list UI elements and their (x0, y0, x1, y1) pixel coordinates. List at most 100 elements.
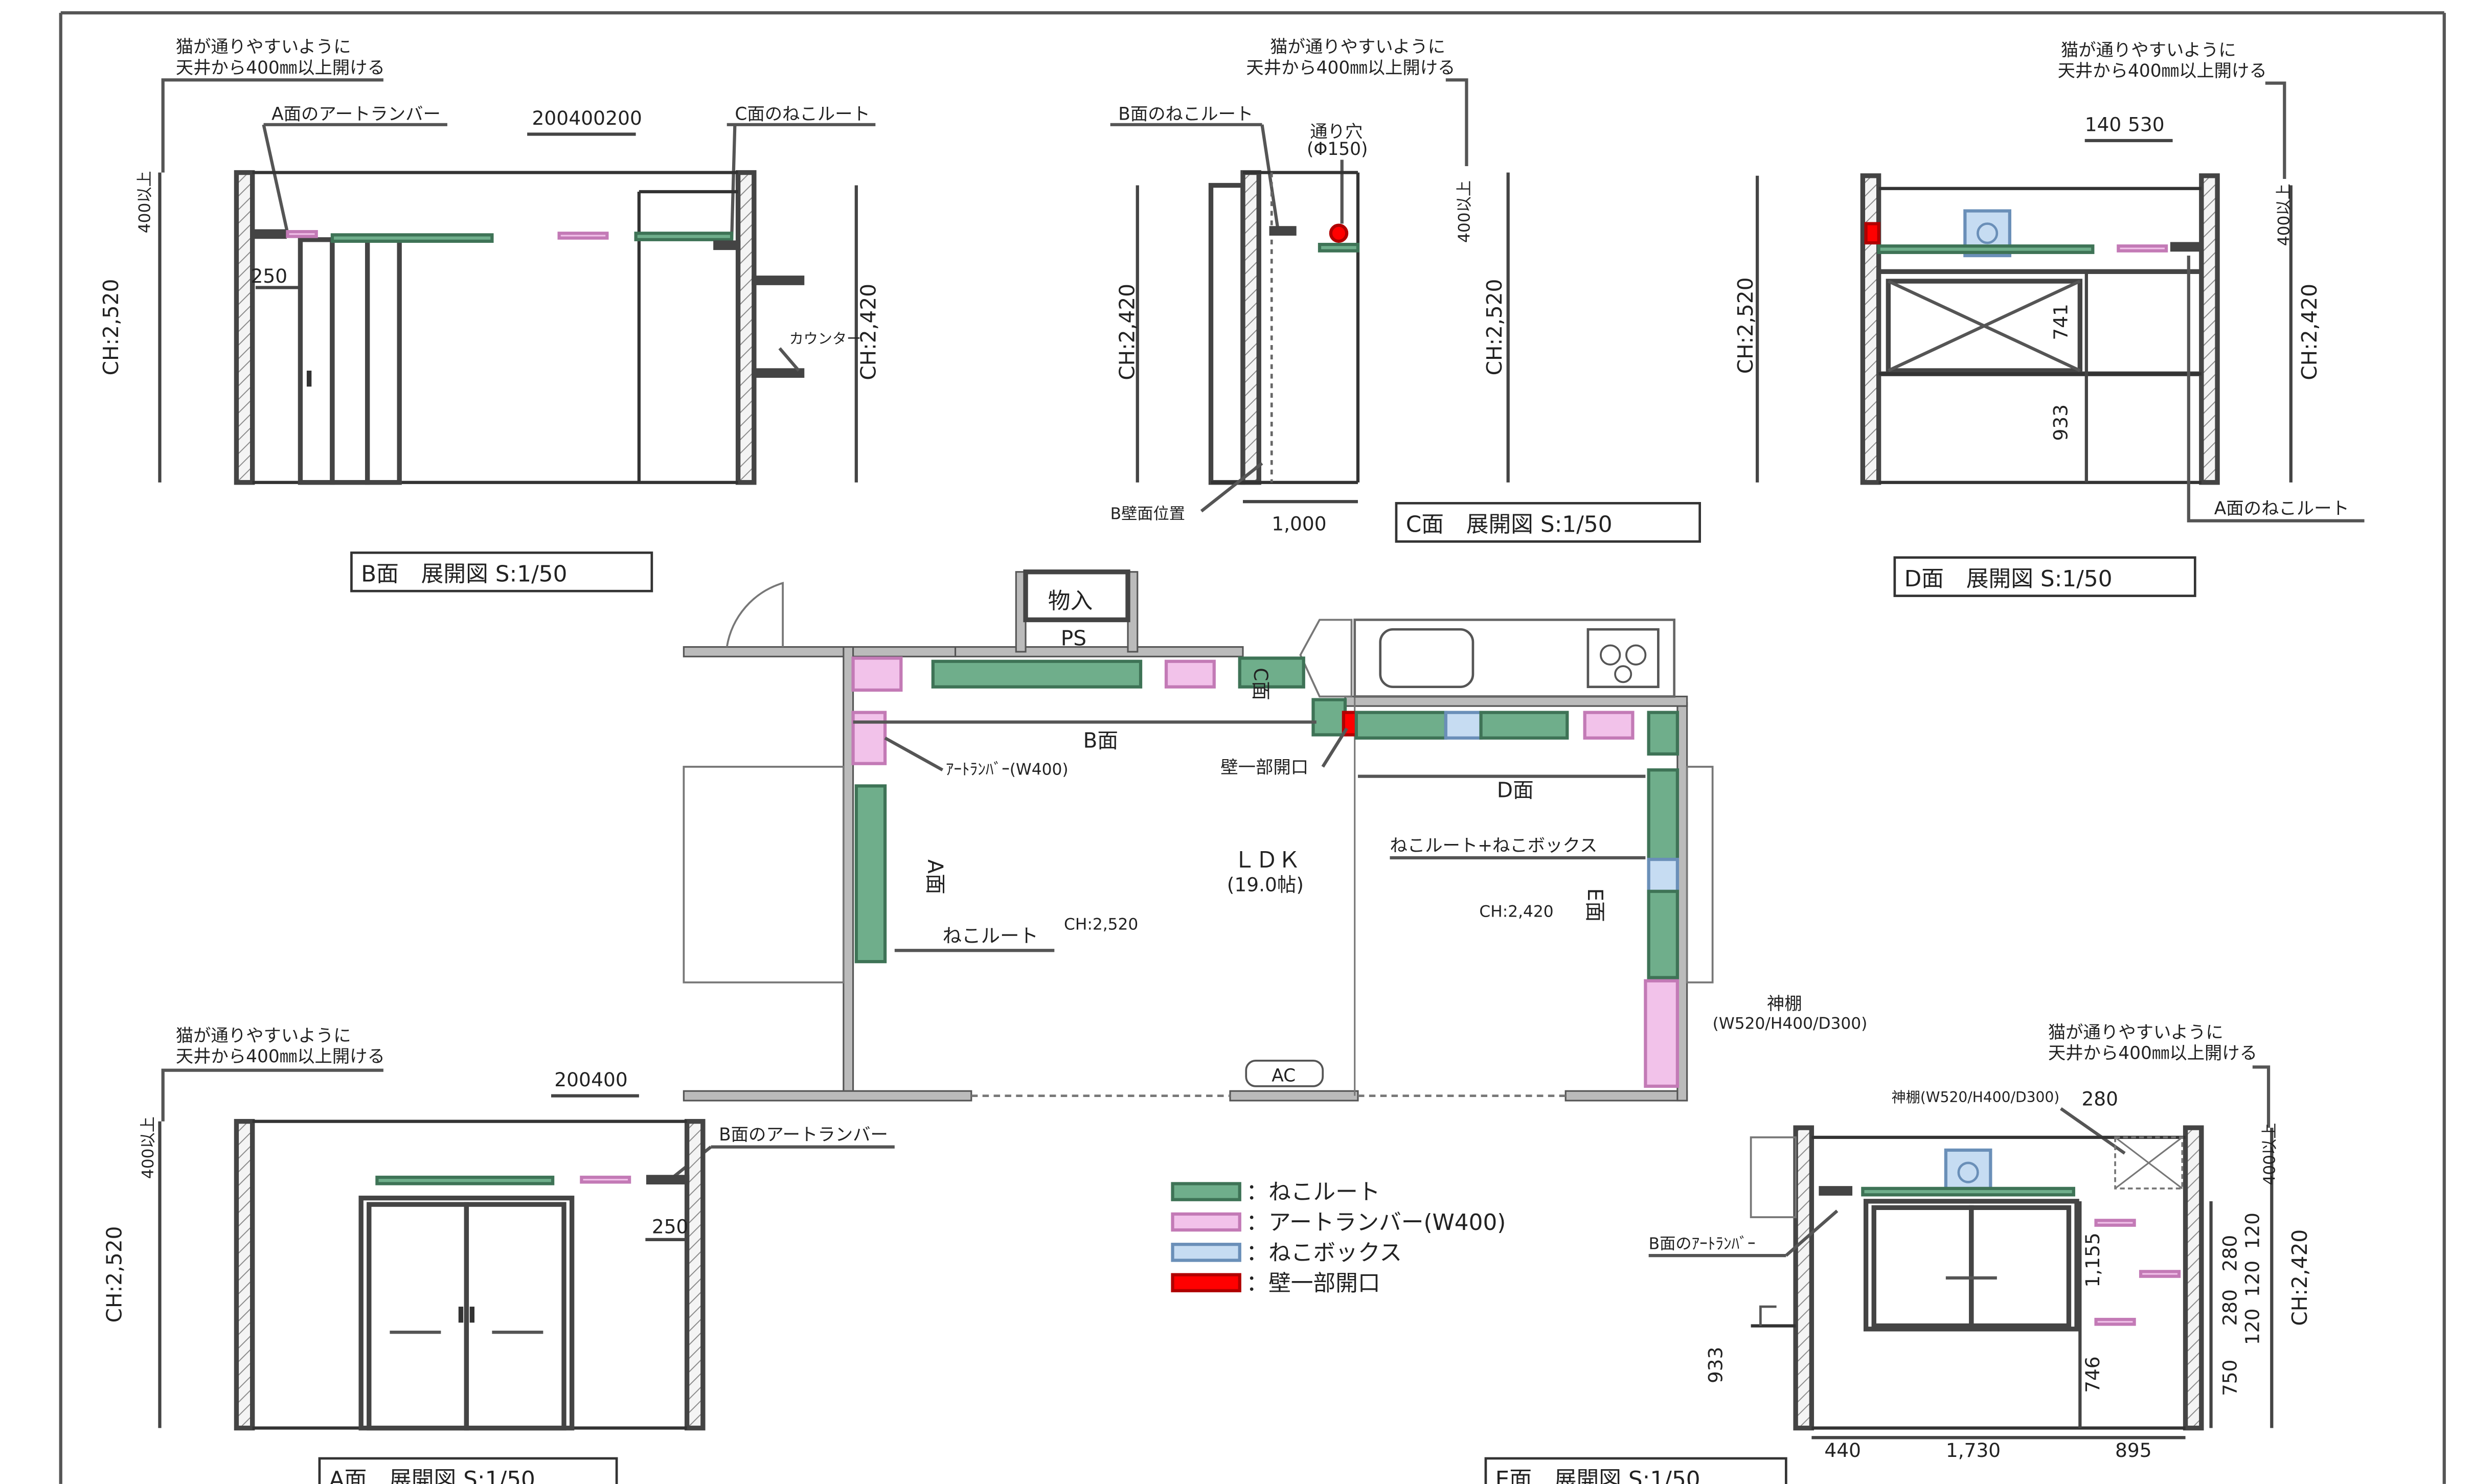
plan-c-face: C面 (1250, 668, 1272, 700)
plan-burner-2 (1625, 644, 1647, 666)
d-a-route-label: A面のねこルート (2214, 498, 2349, 519)
plan-b-face: B面 (1083, 728, 1118, 752)
a-note-line1: 猫が通りやすいように (176, 1025, 351, 1046)
plan-catbox-e (1647, 858, 1680, 893)
plan-burner-3 (1614, 665, 1632, 683)
floor-plan: 物入 PS (683, 569, 1868, 1102)
c-b-route-label: B面のねこルート (1118, 104, 1253, 124)
plan-transom-1 (851, 656, 903, 692)
plan-kamidana-dims: (W520/H400/D300) (1713, 1014, 1868, 1033)
plan-route-e2 (1647, 889, 1680, 979)
e-window-right (1969, 1205, 2072, 1329)
d-note-leader (2265, 81, 2286, 179)
e-b-transom-label: B面のｱｰﾄﾗﾝﾊﾞｰ (1649, 1235, 1756, 1253)
e-dim-280a: 280 (2219, 1235, 2241, 1272)
e-dim-280b: 280 (2219, 1289, 2241, 1326)
b-c-route-leader (730, 124, 737, 240)
plan-transom-d (1583, 711, 1635, 740)
e-dim-933: 933 (1704, 1347, 1727, 1384)
plan-route-corner (1647, 711, 1680, 756)
d-catbox-hole (1977, 222, 1999, 244)
e-dim-1730: 1,730 (1946, 1439, 2001, 1462)
e-kamidana-x2 (2115, 1136, 2183, 1190)
plan-storage-label: 物入 (1048, 588, 1093, 614)
legend-opening-label: ：壁一部開口 (1246, 1270, 1380, 1296)
plan-route-box-label: ねこルート+ねこボックス (1390, 836, 1597, 856)
plan-ps-label: PS (1061, 626, 1086, 650)
e-dim-400above: 400以上 (2261, 1123, 2279, 1185)
legend-transom-label: ：アートランバー(W400) (1246, 1209, 1506, 1236)
plan-stove (1586, 628, 1660, 689)
plan-route-c2 (1311, 698, 1347, 737)
e-dim-440: 440 (1824, 1439, 1861, 1462)
b-a-transom-leader (262, 124, 289, 234)
a-dim-ch2520: CH:2,520 (102, 1226, 126, 1322)
plan-door-swing (725, 582, 784, 647)
e-note-line2: 天井から400㎜以上開ける (2048, 1043, 2257, 1064)
e-dim-120a: 120 (2241, 1213, 2263, 1249)
b-note-line2: 天井から400㎜以上開ける (176, 58, 385, 78)
e-b-transom-leader (1785, 1209, 1839, 1257)
b-route-2 (634, 232, 734, 241)
a-door-handle-right (469, 1307, 475, 1323)
e-note-line1: 猫が通りやすいように (2048, 1022, 2224, 1043)
b-c-route-label: C面のねこルート (735, 104, 870, 124)
legend-catbox-label: ：ねこボックス (1246, 1240, 1402, 1266)
c-note-line2: 天井から400㎜以上開ける (1246, 58, 1455, 78)
e-right-wall (2183, 1125, 2204, 1431)
b-title-box (350, 551, 653, 592)
plan-ac-label: AC (1272, 1065, 1296, 1086)
legend-route-label: ：ねこルート (1246, 1179, 1380, 1205)
legend-swatch-transom (1171, 1212, 1241, 1232)
c-hole-line2: (Φ150) (1307, 139, 1368, 159)
plan-catbox-d (1444, 711, 1483, 740)
a-door-left (367, 1202, 469, 1431)
b-dim-200a: 200 (532, 107, 569, 129)
d-dim-530: 530 (2128, 113, 2165, 135)
d-dim-140: 140 (2085, 113, 2122, 135)
b-left-wall (234, 170, 255, 485)
c-route (1318, 243, 1360, 253)
b-dim-250: 250 (251, 265, 288, 287)
d-dim-ch2420: CH:2,420 (2297, 284, 2322, 380)
a-dim-400: 400 (591, 1068, 628, 1091)
d-dim-933: 933 (2049, 404, 2072, 441)
plan-kitchen-counter (1353, 619, 1676, 698)
plan-a-face: A面 (923, 859, 947, 894)
elevation-c: 猫が通りやすいように 天井から400㎜以上開ける B面のねこルート 通り穴 (Φ… (1110, 37, 1701, 543)
plan-wall-top-mid (954, 646, 1244, 657)
legend-swatch-opening (1171, 1273, 1241, 1292)
a-b-transom-label: B面のアートランバー (719, 1125, 888, 1145)
a-note-leader (161, 1068, 383, 1122)
e-outside-column (1750, 1136, 1797, 1218)
e-catbox-hole (1957, 1161, 1979, 1183)
b-door-leaf (330, 237, 370, 485)
b-route-1 (330, 233, 494, 243)
c-b-wall-label: B壁面位置 (1110, 505, 1185, 523)
a-door-right (464, 1202, 566, 1431)
b-counter (752, 368, 805, 378)
b-shelf-right1 (752, 276, 805, 285)
b-a-transom-label: A面のアートランバー (271, 104, 441, 124)
d-dim-ch2520: CH:2,520 (1733, 277, 1758, 374)
e-dim-280-top: 280 (2081, 1087, 2118, 1110)
a-dim-250: 250 (652, 1215, 689, 1238)
c-partition (1240, 170, 1261, 485)
e-window-left (1871, 1205, 1974, 1329)
b-transom-b (557, 232, 609, 240)
c-pass-hole (1329, 223, 1349, 243)
c-b-route-leader (1260, 124, 1280, 231)
d-title-box (1893, 556, 2196, 597)
d-route (1877, 244, 2095, 254)
plan-balcony (683, 766, 845, 984)
b-door-handle (306, 371, 312, 387)
e-kamidana-label: 神棚(W520/H400/D300) (1892, 1089, 2060, 1106)
plan-route-e1 (1647, 768, 1680, 861)
plan-ch-right: CH:2,420 (1479, 903, 1553, 921)
plan-route-d2 (1479, 711, 1569, 740)
e-dim-750: 750 (2219, 1360, 2241, 1397)
c-note-line1: 猫が通りやすいように (1270, 37, 1445, 57)
c-dim-1000: 1,000 (1272, 512, 1326, 535)
d-shelf (2170, 242, 2201, 252)
plan-opening-leader (1321, 727, 1348, 768)
